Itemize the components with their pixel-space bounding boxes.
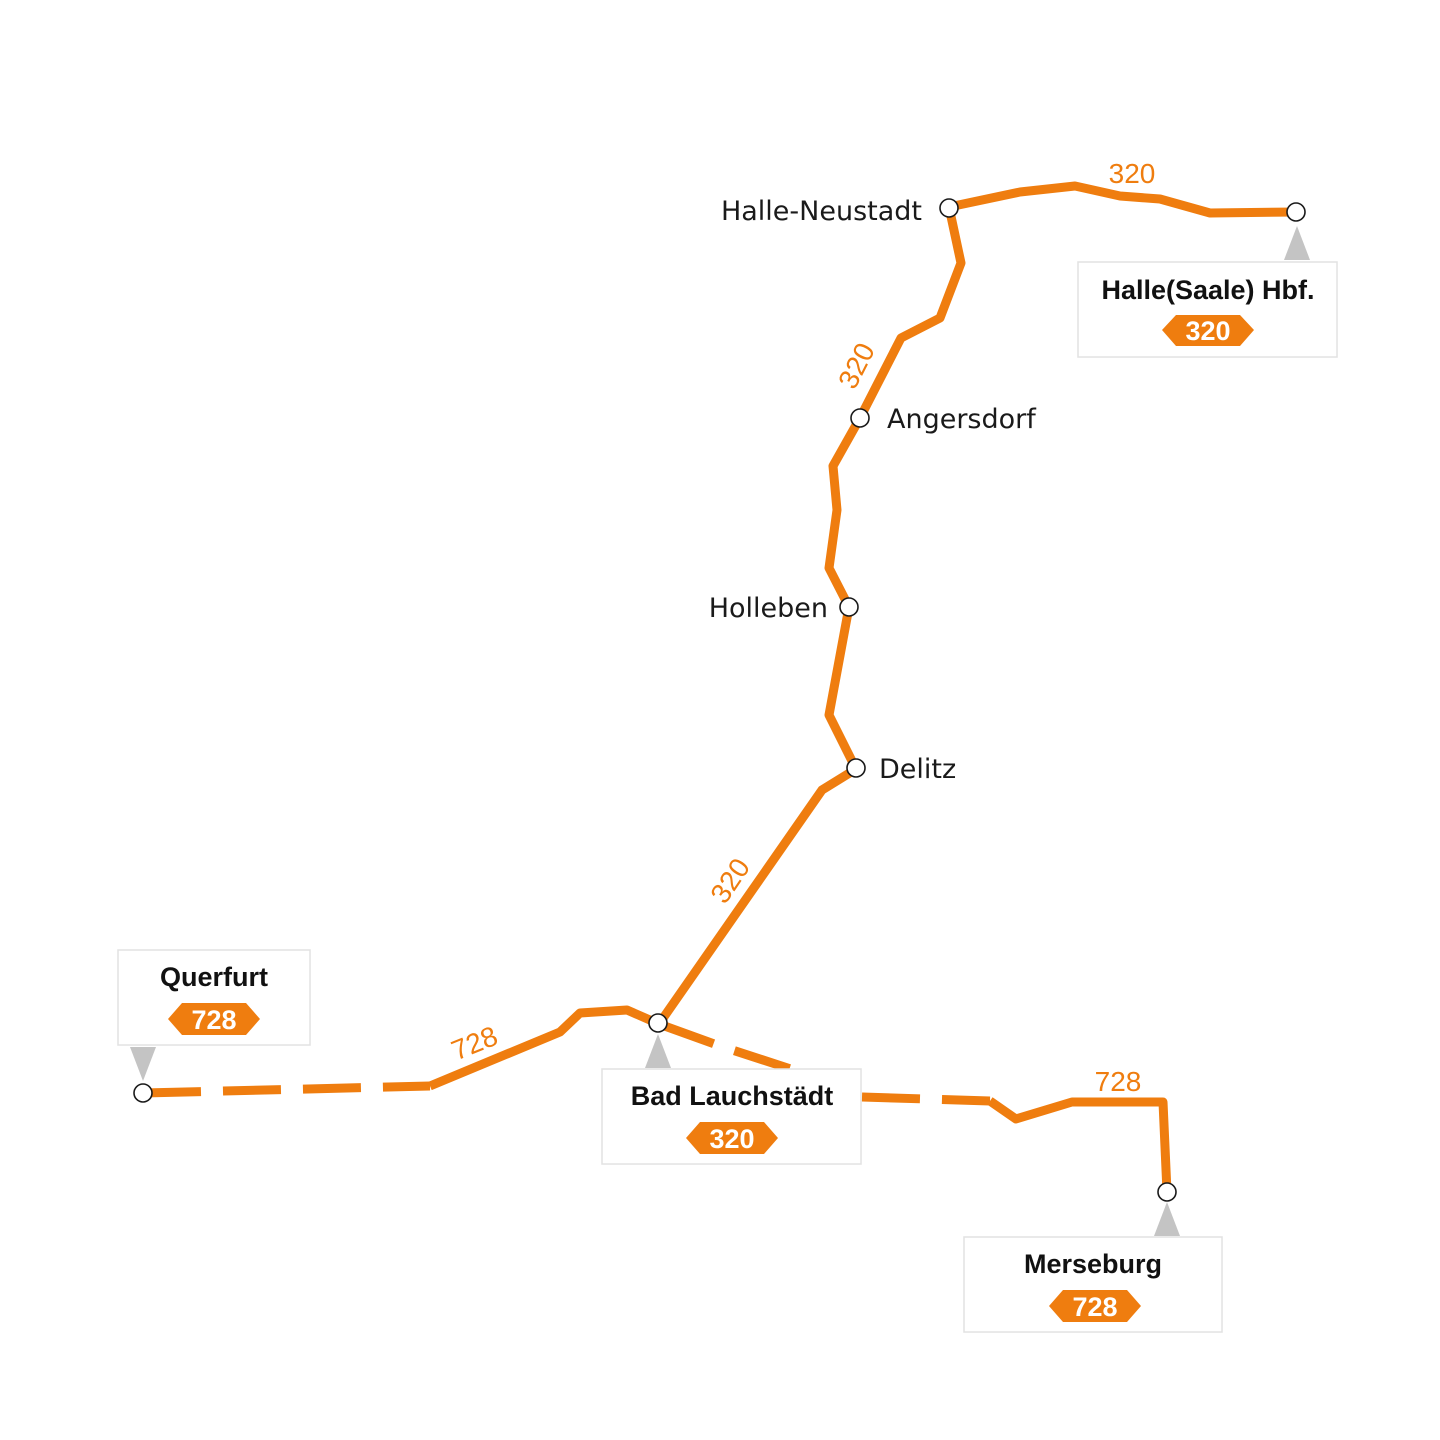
terminal-querfurt-badge-label: 728 [191, 1005, 236, 1035]
stop-angersdorf-label: Angersdorf [887, 404, 1037, 435]
terminal-querfurt-marker[interactable] [133, 1083, 153, 1103]
terminal-merseburg-name: Merseburg [1024, 1249, 1162, 1279]
terminal-halle-hbf-pointer [1284, 226, 1310, 260]
terminal-querfurt-box[interactable]: Querfurt 728 [117, 949, 311, 1046]
route-label-728-right: 728 [1095, 1066, 1142, 1097]
route-728-east-dashed-2 [861, 1092, 991, 1106]
terminal-merseburg-badge-label: 728 [1072, 1292, 1117, 1322]
stop-halle-neustadt-label: Halle-Neustadt [721, 196, 922, 227]
terminal-merseburg-marker[interactable] [1157, 1182, 1177, 1202]
terminal-querfurt-pointer [130, 1047, 156, 1081]
terminal-bad-lauchstaedt-badge [686, 1122, 778, 1154]
route-728-east-dashed [657, 1019, 802, 1077]
terminal-querfurt-name: Querfurt [160, 962, 268, 992]
terminal-querfurt-badge [168, 1003, 260, 1035]
terminal-halle-hbf-name: Halle(Saale) Hbf. [1101, 275, 1314, 305]
terminal-halle-hbf-badge [1162, 315, 1254, 346]
stop-delitz-label: Delitz [879, 754, 956, 785]
terminal-bad-lauchstaedt-marker[interactable] [648, 1013, 668, 1033]
terminal-halle-hbf-box[interactable]: Halle(Saale) Hbf. 320 [1077, 261, 1338, 358]
terminal-merseburg-box[interactable]: Merseburg 728 [963, 1236, 1223, 1333]
route-728-west-solid [428, 1005, 661, 1091]
terminal-bad-lauchstaedt-pointer [645, 1034, 671, 1068]
stop-halle-neustadt-marker[interactable] [939, 198, 959, 218]
terminal-bad-lauchstaedt-box[interactable]: Bad Lauchstädt 320 [601, 1068, 862, 1165]
route-728-east-solid [987, 1097, 1172, 1193]
route-728-west-dashed [142, 1081, 431, 1098]
terminal-halle-hbf-badge-label: 320 [1185, 316, 1230, 346]
terminal-merseburg-badge [1049, 1290, 1141, 1322]
stop-angersdorf-marker[interactable] [850, 408, 870, 428]
stop-holleben-label: Holleben [709, 593, 828, 624]
route-320-line [655, 181, 1297, 1027]
stop-holleben-marker[interactable] [839, 597, 859, 617]
terminal-bad-lauchstaedt-name: Bad Lauchstädt [631, 1081, 834, 1111]
terminal-merseburg-pointer [1154, 1202, 1180, 1236]
stop-delitz-marker[interactable] [846, 758, 866, 778]
terminal-bad-lauchstaedt-badge-label: 320 [709, 1124, 754, 1154]
route-label-320-top: 320 [1109, 158, 1156, 189]
terminal-halle-hbf-marker[interactable] [1286, 202, 1306, 222]
